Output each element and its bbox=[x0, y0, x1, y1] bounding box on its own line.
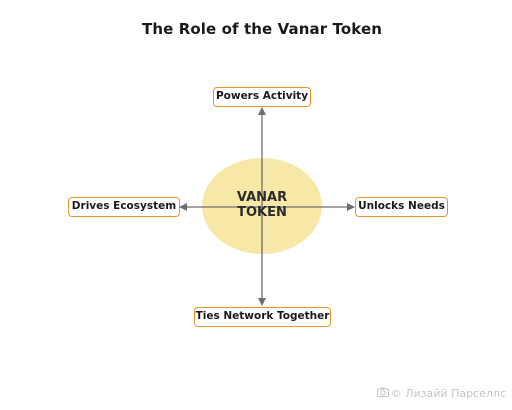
node-drives-ecosystem: Drives Ecosystem bbox=[68, 197, 180, 217]
watermark-text: © Лизайй Парселлс bbox=[390, 387, 506, 400]
node-powers-activity: Powers Activity bbox=[213, 87, 311, 107]
camera-icon bbox=[376, 387, 389, 400]
watermark: © Лизайй Парселлс bbox=[376, 387, 506, 400]
token-label: VANAR TOKEN bbox=[222, 190, 302, 220]
token-label-line1: VANAR bbox=[236, 190, 288, 205]
diagram-title: The Role of the Vanar Token bbox=[142, 20, 382, 38]
node-ties-network-together: Ties Network Together bbox=[194, 307, 331, 327]
token-label-line2: TOKEN bbox=[237, 205, 287, 220]
node-unlocks-needs: Unlocks Needs bbox=[355, 197, 448, 217]
